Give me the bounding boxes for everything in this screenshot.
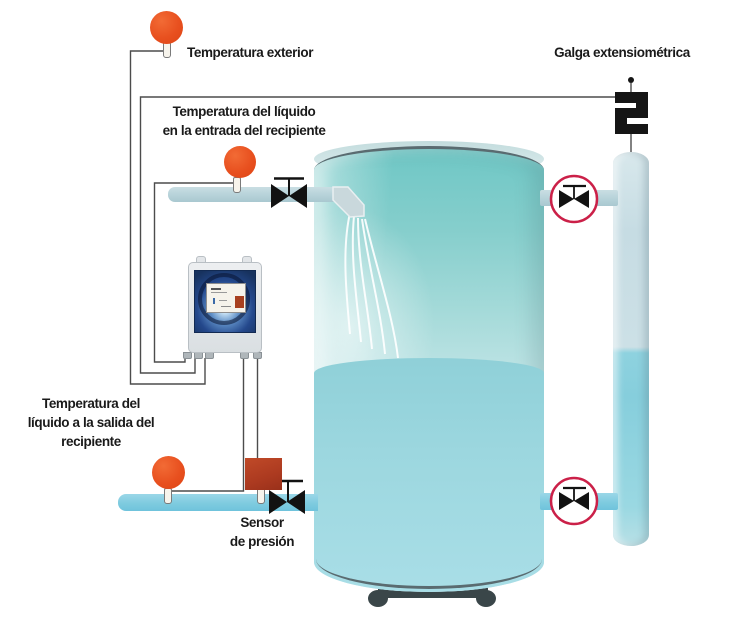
- exterior-temp-sensor-icon: [150, 11, 183, 44]
- label-outlet-temperature: Temperatura del líquido a la salida del …: [27, 396, 155, 449]
- wire-exterior-temp: [129, 50, 206, 385]
- wire-outlet-temp: [172, 358, 245, 492]
- label-exterior-temperature: Temperatura exterior: [187, 45, 314, 60]
- inlet-nozzle: [332, 186, 365, 218]
- control-box-connector: [253, 352, 262, 359]
- label-pressure-sensor: Sensor de presión: [229, 515, 295, 549]
- inlet-valve-icon: [271, 177, 307, 208]
- control-box-connector: [205, 352, 214, 359]
- label-inlet-temperature: Temperatura del líquido en la entrada de…: [162, 104, 326, 138]
- outlet-temp-sensor-icon: [152, 456, 185, 489]
- control-box-lens: [198, 273, 250, 325]
- control-box-connector: [240, 352, 249, 359]
- label-strain-gauge: Galga extensiométrica: [554, 45, 690, 60]
- exterior-temp-probe: [163, 42, 171, 58]
- tank-bottom-rim: [316, 553, 542, 589]
- wire-inlet-temp: [153, 182, 233, 363]
- circled-valve-top-icon: [549, 174, 599, 224]
- control-box-panel: [194, 270, 256, 333]
- tank-foot-left: [368, 590, 388, 607]
- sensor-wires: [129, 50, 632, 492]
- control-box-connector: [183, 352, 192, 359]
- control-box-card: [206, 283, 246, 313]
- outlet-temp-probe: [164, 488, 172, 504]
- loadcell-dot: [628, 77, 634, 83]
- inlet-temp-sensor-icon: [224, 146, 256, 178]
- pressure-sensor-probe: [257, 488, 265, 504]
- control-box: [188, 262, 262, 353]
- loadcell-icon: [615, 92, 648, 134]
- tank-foot-right: [476, 590, 496, 607]
- wire-strain-gauge: [139, 96, 617, 374]
- liquid-tank: [314, 146, 544, 592]
- pressure-sensor-icon: [245, 458, 282, 490]
- strain-gauge-column: [613, 152, 649, 546]
- inlet-temp-probe: [233, 177, 241, 193]
- control-box-connector: [194, 352, 203, 359]
- water-spray: [344, 212, 399, 359]
- circled-valve-bottom-icon: [549, 476, 599, 526]
